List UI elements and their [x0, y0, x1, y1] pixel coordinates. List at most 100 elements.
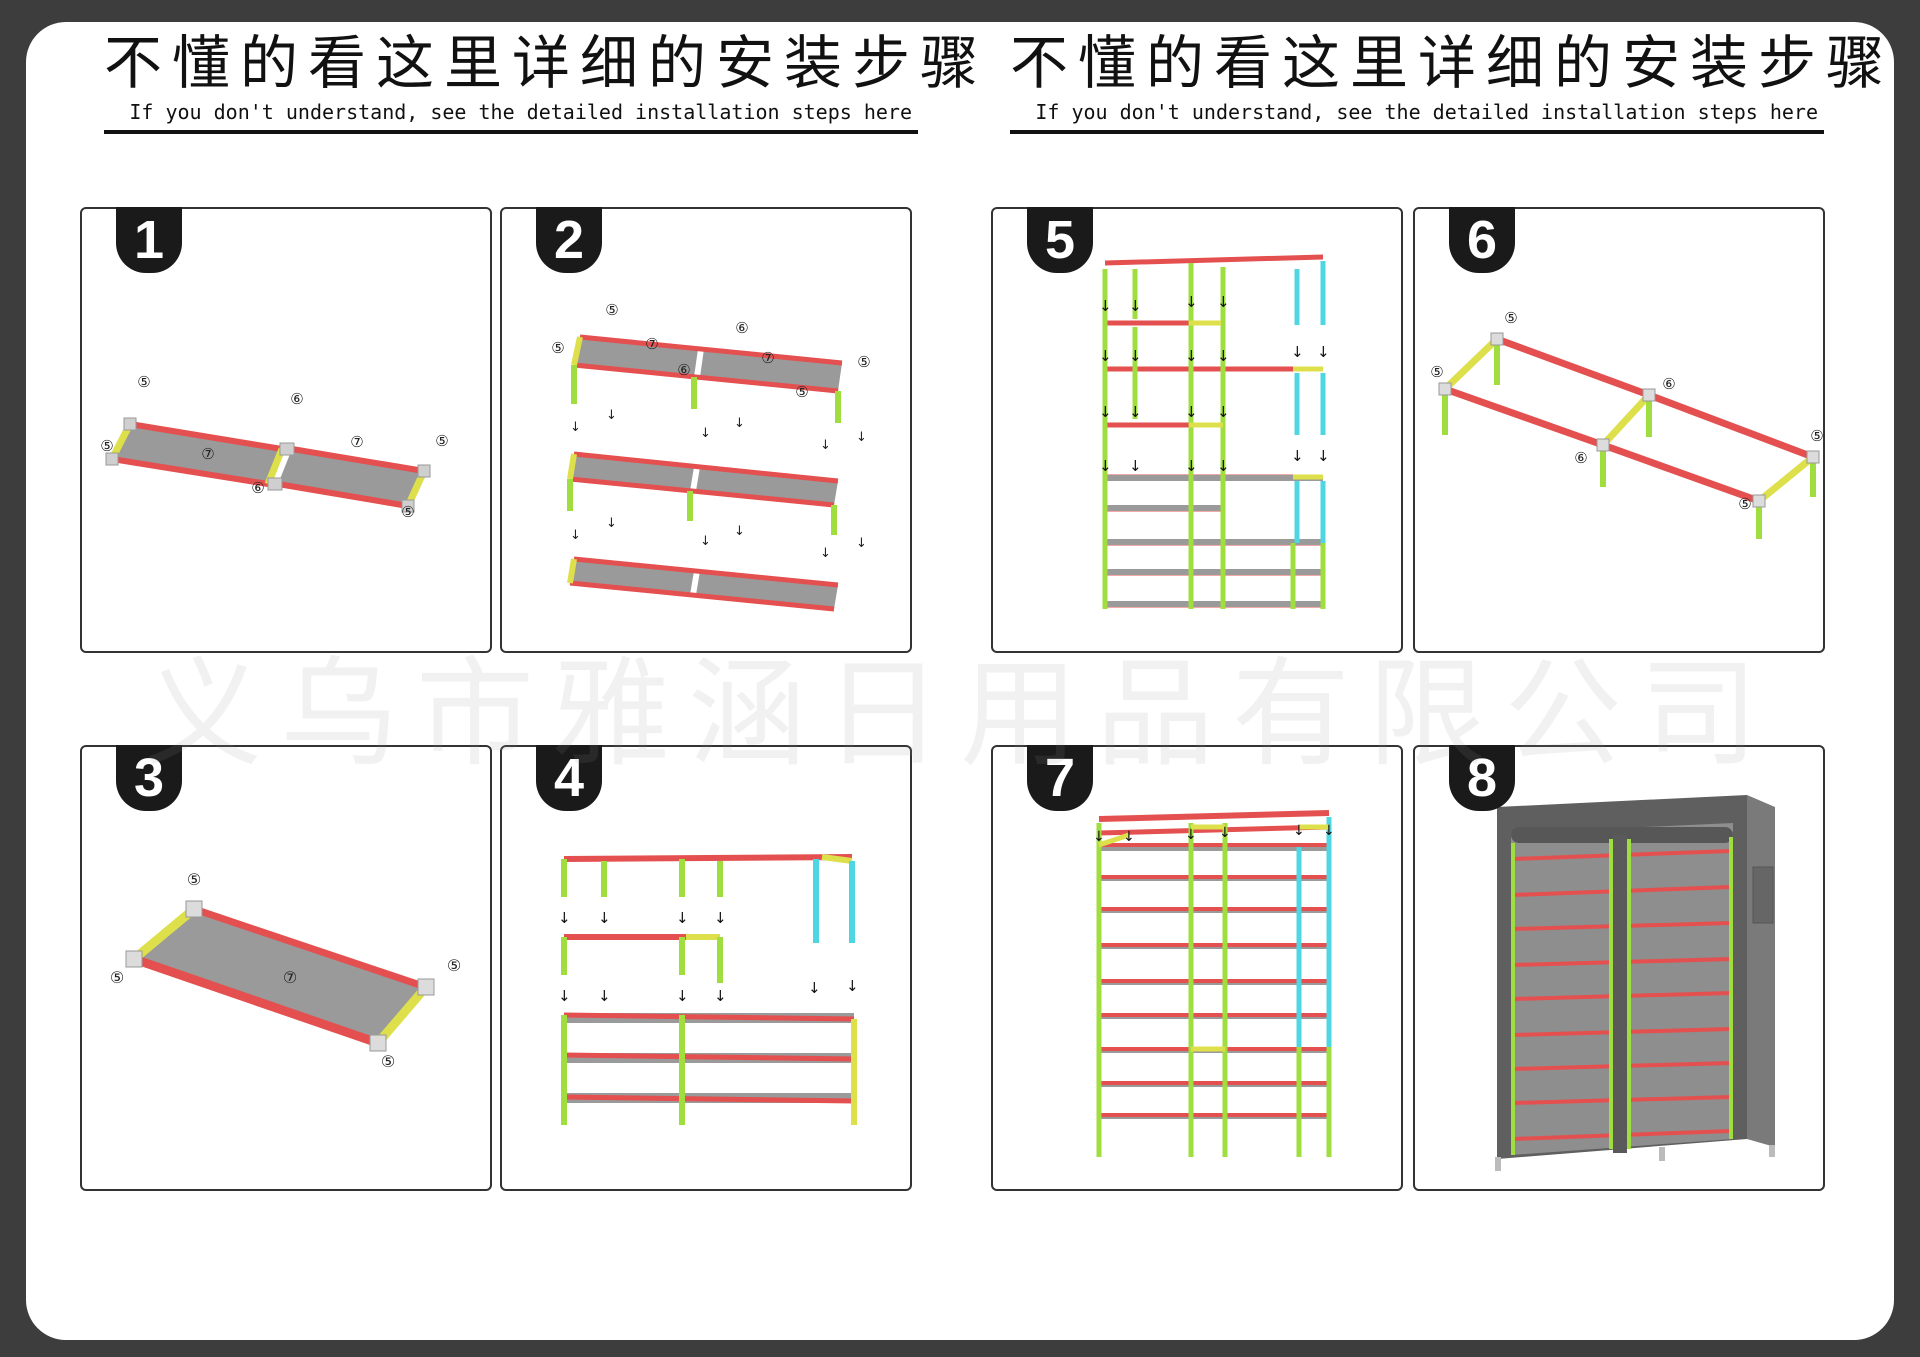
- full-frame-diagram: ↓↓↓ ↓↓↓: [1093, 810, 1335, 1157]
- svg-text:↓: ↓: [1123, 829, 1135, 845]
- svg-text:↓: ↓: [1129, 297, 1142, 315]
- step-panel-2: 2 ↓ ↓ ↓: [500, 207, 912, 653]
- part-label-7: ⑦: [761, 349, 774, 367]
- tube-yellow: [374, 984, 430, 1046]
- center-divider: [1613, 835, 1627, 1153]
- step-panel-1: 1 ⑤ ⑤ ⑥ ⑥ ⑤ ⑤ ⑦ ⑦: [80, 207, 492, 653]
- step-panel-6: 6 ⑤ ⑤ ⑥ ⑥ ⑤ ⑤: [1413, 207, 1825, 653]
- tube-red: [192, 905, 428, 991]
- tube-red: [111, 456, 269, 487]
- svg-text:↓: ↓: [1099, 457, 1112, 475]
- shelf-frame-diagram: ⑤ ⑤ ⑥ ⑥ ⑤ ⑤ ⑦ ⑦: [100, 373, 448, 521]
- svg-text:↓: ↓: [734, 416, 745, 431]
- stacking-shelves-diagram: ↓↓↓ ↓↓↓ ↓↓↓ ↓↓↓ ⑤ ⑤ ⑥ ⑥ ⑤ ⑤ ⑦ ⑦: [551, 301, 871, 612]
- step-number-badge: 1: [116, 207, 182, 273]
- svg-text:↓: ↓: [1129, 403, 1142, 421]
- finished-wardrobe-diagram: [1495, 795, 1775, 1171]
- svg-text:↓: ↓: [856, 536, 867, 551]
- part-label-6: ⑥: [1574, 449, 1587, 467]
- step-number-badge: 2: [536, 207, 602, 273]
- header-subtitle-en: If you don't understand, see the detaile…: [1035, 100, 1818, 124]
- svg-text:↓: ↓: [1185, 347, 1198, 365]
- svg-text:↓: ↓: [1099, 347, 1112, 365]
- top-frame-diagram: ⑤ ⑤ ⑥ ⑥ ⑤ ⑤: [1430, 309, 1824, 539]
- part-label-5: ⑤: [1810, 427, 1823, 445]
- part-label-7: ⑦: [283, 968, 297, 987]
- part-label-5: ⑤: [551, 339, 564, 357]
- svg-text:↓: ↓: [1129, 457, 1142, 475]
- svg-text:↓: ↓: [676, 987, 689, 1005]
- svg-text:↓: ↓: [820, 438, 831, 453]
- svg-text:↓: ↓: [1185, 293, 1198, 311]
- side-pocket: [1752, 866, 1774, 924]
- svg-text:↓: ↓: [598, 909, 611, 927]
- svg-text:↓: ↓: [808, 979, 821, 997]
- down-arrows: ↓↓↓ ↓↓↓: [1093, 823, 1335, 845]
- header-left: 不懂的看这里详细的安装步骤 If you don't understand, s…: [104, 29, 989, 134]
- svg-text:↓: ↓: [1317, 447, 1330, 465]
- adding-upper-tiers-diagram: ↓↓↓↓ ↓↓↓↓ ↓↓: [558, 854, 859, 1125]
- step-number-badge: 8: [1449, 745, 1515, 811]
- down-arrows: ↓↓↓↓ ↓↓ ↓↓↓↓ ↓↓↓↓ ↓↓↓↓ ↓↓: [1099, 293, 1330, 475]
- part-label-5: ⑤: [1504, 309, 1517, 327]
- step-panel-3: 3 ⑤ ⑤ ⑤ ⑤ ⑦: [80, 745, 492, 1191]
- svg-text:↓: ↓: [820, 546, 831, 561]
- part-label-6: ⑥: [290, 390, 303, 408]
- svg-text:↓: ↓: [1291, 447, 1304, 465]
- header-subtitle-en: If you don't understand, see the detaile…: [129, 100, 912, 124]
- svg-text:↓: ↓: [606, 516, 617, 531]
- wardrobe-cover-side: [1747, 795, 1775, 1147]
- svg-text:↓: ↓: [700, 426, 711, 441]
- svg-text:↓: ↓: [714, 987, 727, 1005]
- shelf-cloth: [112, 424, 282, 484]
- header-title-cn: 不懂的看这里详细的安装步骤: [1010, 29, 1895, 97]
- part-label-5: ⑤: [1430, 363, 1443, 381]
- header-title-cn: 不懂的看这里详细的安装步骤: [104, 29, 989, 97]
- part-label-7: ⑦: [350, 433, 363, 451]
- connectors: [125, 900, 435, 1052]
- svg-text:↓: ↓: [1185, 457, 1198, 475]
- step-number-badge: 4: [536, 745, 602, 811]
- svg-text:↓: ↓: [1185, 403, 1198, 421]
- part-label-5: ⑤: [100, 437, 113, 455]
- svg-text:↓: ↓: [1217, 403, 1230, 421]
- part-label-5: ⑤: [795, 383, 808, 401]
- connectors: [105, 417, 431, 513]
- part-label-5: ⑤: [381, 1052, 395, 1071]
- svg-text:↓: ↓: [1093, 829, 1105, 845]
- part-label-6: ⑥: [677, 361, 690, 379]
- tube-yellow: [131, 905, 197, 963]
- svg-text:↓: ↓: [856, 430, 867, 445]
- part-label-5: ⑤: [857, 353, 870, 371]
- part-label-5: ⑤: [1738, 495, 1751, 513]
- down-arrows: ↓↓↓ ↓↓↓ ↓↓↓ ↓↓↓: [570, 408, 867, 561]
- step-panel-5: 5: [991, 207, 1403, 653]
- step-number-badge: 5: [1027, 207, 1093, 273]
- header-underline: [1010, 130, 1824, 134]
- svg-text:↓: ↓: [676, 909, 689, 927]
- svg-text:↓: ↓: [1099, 297, 1112, 315]
- single-shelf-diagram: ⑤ ⑤ ⑤ ⑤ ⑦: [110, 870, 461, 1071]
- top-tiers-diagram: ↓↓↓↓ ↓↓ ↓↓↓↓ ↓↓↓↓ ↓↓↓↓ ↓↓: [1099, 254, 1330, 609]
- shelf-row-3: [567, 556, 839, 612]
- tube-red: [132, 954, 380, 1048]
- part-label-6: ⑥: [735, 319, 748, 337]
- step-panel-7: 7 ↓↓: [991, 745, 1403, 1191]
- shelf-cloth: [134, 909, 426, 1043]
- svg-text:↓: ↓: [606, 408, 617, 423]
- svg-text:↓: ↓: [558, 909, 571, 927]
- svg-text:↓: ↓: [734, 524, 745, 539]
- header-right: 不懂的看这里详细的安装步骤 If you don't understand, s…: [1010, 29, 1895, 134]
- part-label-6: ⑥: [251, 479, 264, 497]
- svg-text:↓: ↓: [1293, 823, 1305, 839]
- step-number-badge: 3: [116, 745, 182, 811]
- tube-red: [291, 446, 425, 474]
- svg-text:↓: ↓: [1323, 823, 1335, 839]
- step-panel-4: 4 ↓↓↓↓ ↓↓↓↓ ↓↓: [500, 745, 912, 1191]
- step-number-badge: 6: [1449, 207, 1515, 273]
- svg-text:↓: ↓: [1099, 403, 1112, 421]
- part-label-6: ⑥: [1662, 375, 1675, 393]
- svg-text:↓: ↓: [570, 420, 581, 435]
- lower-shelves: [561, 1012, 857, 1125]
- part-label-5: ⑤: [435, 432, 448, 450]
